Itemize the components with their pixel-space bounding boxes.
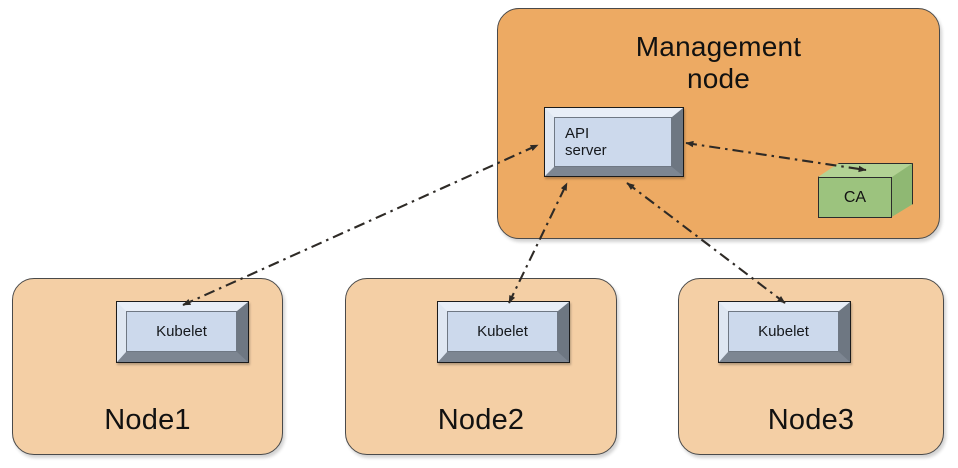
kubelet-2-face: Kubelet [447,311,558,352]
worker-node-3-title: Node3 [767,404,855,436]
kubelet-box-node-1[interactable]: Kubelet [116,301,249,363]
kubelet-2-bevel-frame [438,302,569,362]
kubelet-3-face: Kubelet [728,311,839,352]
api-server-face: API server [554,117,672,167]
kubelet-1-face: Kubelet [126,311,237,352]
ca-box[interactable]: CA [818,163,913,218]
ca-label: CA [843,188,867,206]
api-server-bevel-frame [545,108,683,176]
worker-node-1-title: Node1 [104,404,191,436]
kubelet-box-node-3[interactable]: Kubelet [718,301,851,363]
ca-box-front-face: CA [818,177,892,218]
kubelet-1-label: Kubelet [156,323,207,340]
worker-node-2-title: Node2 [437,404,525,436]
kubelet-1-bevel-frame [117,302,248,362]
kubelet-2-label: Kubelet [477,323,528,340]
kubelet-3-label: Kubelet [758,323,809,340]
api-server-label: API server [565,125,607,159]
kubelet-3-bevel-frame [719,302,850,362]
api-server-box[interactable]: API server [544,107,684,177]
management-node-title: Management node [635,31,802,94]
kubelet-box-node-2[interactable]: Kubelet [437,301,570,363]
